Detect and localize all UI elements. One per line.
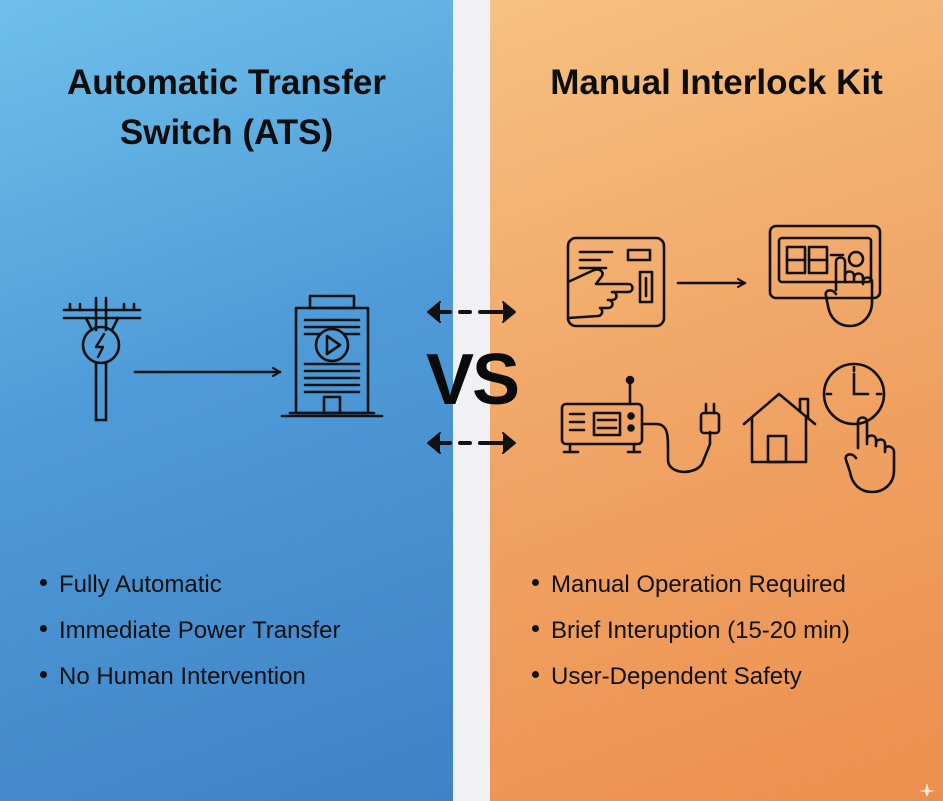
bullet-icon bbox=[532, 671, 539, 679]
list-item: Fully Automatic bbox=[40, 562, 340, 608]
ats-title: Automatic Transfer Switch (ATS) bbox=[0, 58, 453, 158]
list-item: Manual Operation Required bbox=[532, 562, 850, 608]
list-item: No Human Intervention bbox=[40, 654, 340, 700]
sparkle-icon bbox=[919, 783, 935, 797]
bullet-icon bbox=[532, 579, 539, 587]
vs-label: VS bbox=[425, 340, 520, 420]
center-divider bbox=[453, 0, 490, 801]
ats-panel bbox=[0, 0, 453, 801]
ats-title-line2: Switch (ATS) bbox=[119, 113, 334, 152]
list-item: Immediate Power Transfer bbox=[40, 608, 340, 654]
ats-title-line1: Automatic Transfer bbox=[67, 63, 386, 102]
list-item: User-Dependent Safety bbox=[532, 654, 850, 700]
bullet-icon bbox=[40, 579, 47, 587]
interlock-feature-list: Manual Operation Required Brief Interupt… bbox=[532, 562, 850, 700]
ats-feature-list: Fully Automatic Immediate Power Transfer… bbox=[40, 562, 340, 700]
bullet-icon bbox=[532, 625, 539, 633]
interlock-title: Manual Interlock Kit bbox=[550, 63, 883, 102]
list-item: Brief Interuption (15-20 min) bbox=[532, 608, 850, 654]
bullet-icon bbox=[40, 625, 47, 633]
bullet-icon bbox=[40, 671, 47, 679]
